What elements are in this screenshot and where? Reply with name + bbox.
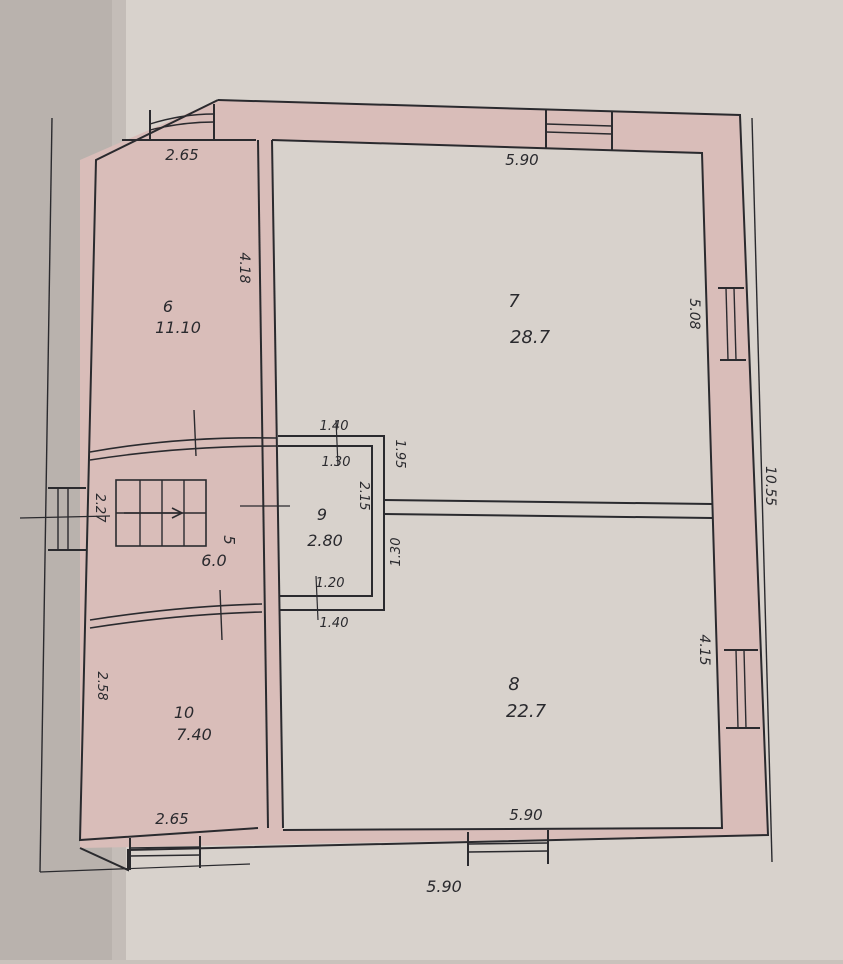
interior-wall-line — [271, 139, 724, 831]
exterior-wall-fill — [80, 100, 768, 848]
room-9-area: 2.80 — [307, 531, 343, 550]
dim-closet-right-lower: 1.30 — [389, 538, 404, 567]
dim-line-bottom — [39, 863, 251, 873]
dim-closet-top-inner: 1.30 — [322, 455, 351, 470]
dim-room6-height: 4.18 — [236, 252, 252, 283]
partition-left-a — [257, 139, 269, 829]
dim-left-lower: 2.58 — [94, 672, 109, 701]
dim-tick — [193, 409, 197, 457]
window-bottom-right — [467, 830, 549, 866]
dim-tick — [335, 419, 339, 467]
window-right-lower — [724, 649, 760, 729]
room-10-number: 10 — [174, 703, 194, 722]
windows — [48, 104, 760, 870]
dim-right-lower: 4.15 — [696, 634, 712, 665]
staircase — [115, 479, 207, 547]
left-wall-outer — [78, 99, 259, 842]
room-8-number: 8 — [508, 674, 519, 695]
dim-line-left — [39, 117, 53, 873]
room-10-area: 7.40 — [176, 725, 212, 744]
partition-left-b — [271, 139, 284, 829]
dim-closet-depth: 2.15 — [356, 482, 371, 511]
window-bottom-left — [129, 836, 201, 870]
exterior-wall-outer — [79, 99, 770, 872]
dim-closet-right-upper: 1.95 — [392, 440, 407, 469]
room-5-number: 5 — [220, 535, 238, 545]
stair-arrow-head — [171, 507, 184, 519]
dim-closet-bottom-inner: 1.20 — [316, 576, 345, 591]
room-6-area: 11.10 — [155, 318, 201, 337]
room-8-area: 22.7 — [506, 701, 547, 722]
dim-overall-width: 5.90 — [426, 877, 462, 896]
room-9-number: 9 — [317, 505, 327, 524]
dim-top-right: 5.90 — [505, 151, 538, 169]
dim-tick-left — [19, 515, 111, 519]
room-7-area: 28.7 — [510, 327, 551, 348]
corridor-top-a — [89, 436, 277, 453]
dim-tick — [315, 575, 319, 621]
closet-inner — [278, 445, 373, 597]
dim-closet-top-outer: 1.40 — [320, 419, 349, 434]
dim-top-left: 2.65 — [165, 146, 198, 164]
dim-right-upper: 5.08 — [686, 298, 702, 329]
dim-bottom-right: 5.90 — [509, 806, 542, 824]
closet-outer — [278, 435, 385, 611]
window-top-left — [149, 104, 215, 140]
corridor-top-b — [89, 445, 277, 461]
dim-closet-bottom-outer: 1.40 — [320, 616, 349, 631]
dim-line-right — [751, 117, 773, 863]
room-7-number: 7 — [508, 291, 520, 312]
room-5-area: 6.0 — [201, 551, 226, 570]
window-right-upper — [718, 287, 746, 361]
window-top-right — [545, 110, 613, 150]
dim-bottom-left: 2.65 — [155, 810, 188, 828]
dim-tick — [219, 589, 223, 641]
room-6-number: 6 — [163, 297, 173, 316]
window-left — [48, 487, 86, 551]
corridor-bottom-a — [89, 603, 263, 621]
divider-7-8-a — [383, 499, 713, 505]
dim-left-upper: 2.27 — [92, 494, 107, 524]
divider-7-8-b — [383, 513, 713, 519]
dim-right-total: 10.55 — [762, 466, 778, 506]
corridor-bottom-b — [89, 611, 263, 629]
